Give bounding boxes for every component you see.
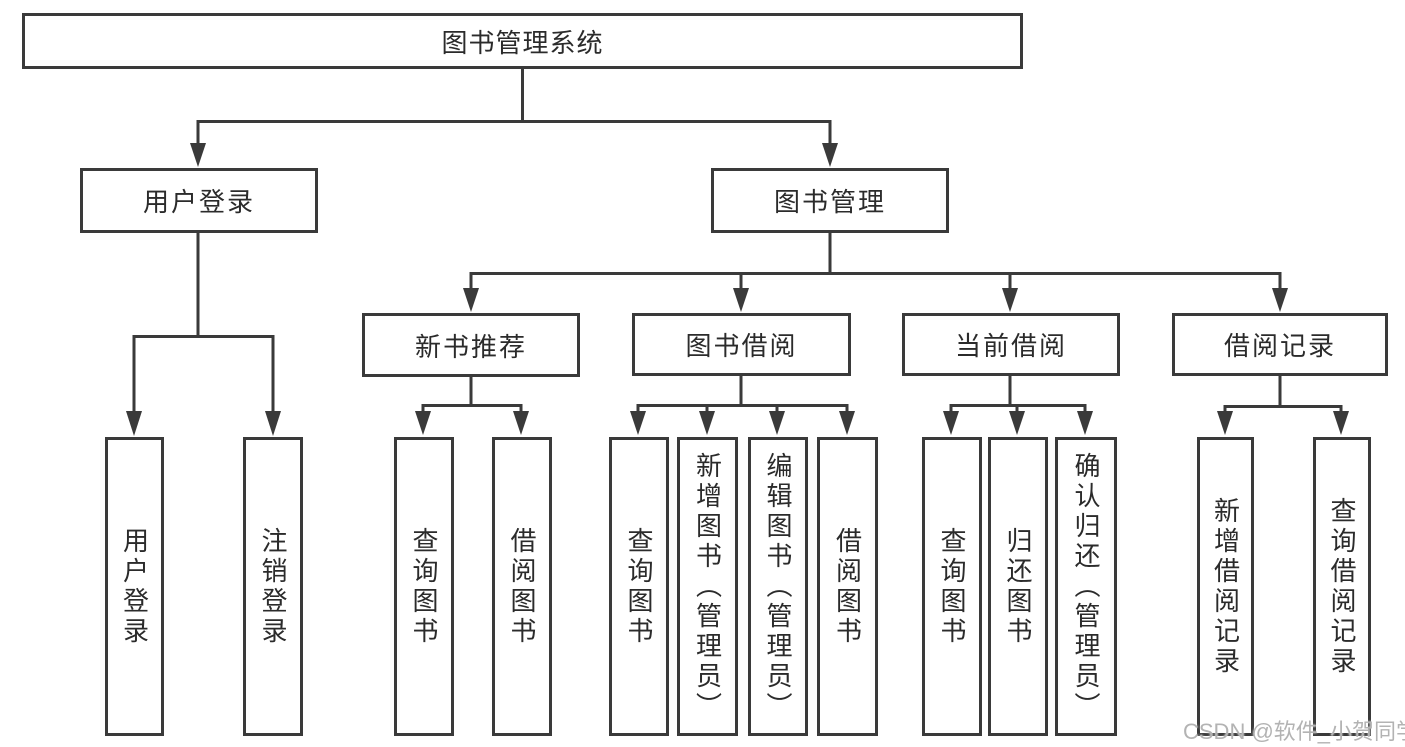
connector-user-login: [126, 232, 281, 436]
leaf-logout-label: 注销登录: [258, 526, 288, 647]
leaf-query-borrow-record: 查询借阅记录: [1313, 437, 1371, 736]
node-new-book-recommend: 新书推荐: [362, 313, 580, 377]
leaf-confirm-return-admin-label: 确认归还（管理员）: [1071, 451, 1101, 722]
leaf-borrow-books-2: 借阅图书: [817, 437, 878, 736]
node-book-borrow-label: 图书借阅: [685, 331, 798, 361]
connector-new-book-rec: [415, 377, 529, 435]
connector-root: [190, 68, 838, 167]
connector-book-management: [463, 232, 1288, 312]
node-user-login-label: 用户登录: [142, 187, 255, 217]
node-current-borrow: 当前借阅: [902, 313, 1120, 376]
node-borrow-records-label: 借阅记录: [1223, 331, 1336, 361]
leaf-edit-book-admin-label: 编辑图书（管理员）: [763, 451, 793, 722]
leaf-borrow-books-2-label: 借阅图书: [832, 526, 863, 647]
leaf-borrow-books-1-label: 借阅图书: [507, 526, 537, 647]
leaf-query-books-1-label: 查询图书: [409, 526, 439, 647]
leaf-return-books-label: 归还图书: [1003, 526, 1033, 647]
leaf-query-books-3: 查询图书: [922, 437, 982, 736]
connector-borrow-records: [1217, 376, 1349, 435]
leaf-return-books: 归还图书: [988, 437, 1048, 736]
leaf-user-login: 用户登录: [105, 437, 164, 736]
node-book-management: 图书管理: [711, 168, 949, 233]
leaf-add-book-admin-label: 新增图书（管理员）: [692, 451, 723, 722]
leaf-confirm-return-admin: 确认归还（管理员）: [1055, 437, 1117, 736]
node-new-book-recommend-label: 新书推荐: [414, 331, 527, 362]
node-user-login: 用户登录: [80, 168, 318, 233]
leaf-user-login-label: 用户登录: [119, 526, 150, 647]
leaf-query-books-3-label: 查询图书: [937, 526, 967, 647]
leaf-add-borrow-record: 新增借阅记录: [1197, 437, 1254, 736]
node-borrow-records: 借阅记录: [1172, 313, 1388, 376]
node-current-borrow-label: 当前借阅: [954, 331, 1067, 361]
leaf-edit-book-admin: 编辑图书（管理员）: [748, 437, 808, 736]
leaf-logout: 注销登录: [243, 437, 303, 736]
leaf-borrow-books-1: 借阅图书: [492, 437, 552, 736]
node-system-root: 图书管理系统: [22, 13, 1023, 69]
leaf-query-books-1: 查询图书: [394, 437, 454, 736]
connector-current-borrow: [943, 376, 1093, 435]
leaf-query-books-2: 查询图书: [609, 437, 669, 736]
node-book-borrow: 图书借阅: [632, 313, 851, 376]
connector-book-borrow: [630, 376, 855, 435]
leaf-add-book-admin: 新增图书（管理员）: [677, 437, 738, 736]
csdn-watermark: CSDN @软件_小贺同学: [1183, 719, 1405, 744]
node-book-management-label: 图书管理: [773, 187, 886, 217]
leaf-query-borrow-record-label: 查询借阅记录: [1327, 496, 1357, 677]
leaf-query-books-2-label: 查询图书: [624, 526, 654, 647]
node-system-root-label: 图书管理系统: [441, 27, 604, 58]
leaf-add-borrow-record-label: 新增借阅记录: [1210, 496, 1241, 677]
